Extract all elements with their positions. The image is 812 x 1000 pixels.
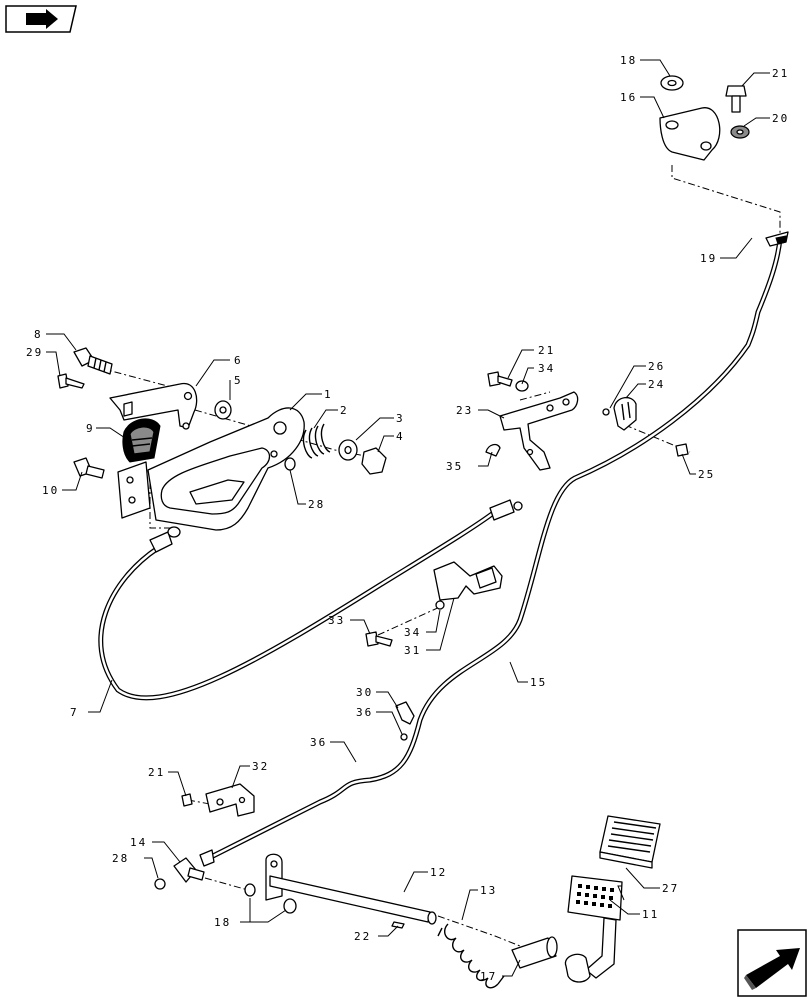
callout-32: 32	[252, 760, 269, 773]
bracket-6	[109, 382, 198, 430]
washer-18-a	[244, 883, 256, 897]
bracket-16	[659, 107, 721, 161]
callout-11: 11	[642, 908, 659, 921]
pedal-11	[564, 875, 623, 983]
screw-29	[57, 373, 85, 389]
callout-9: 9	[86, 422, 95, 435]
callout-13: 13	[480, 884, 497, 897]
callout-29: 29	[26, 346, 43, 359]
callout-5: 5	[234, 374, 243, 387]
clip-24	[613, 397, 637, 431]
callout-27: 27	[662, 882, 679, 895]
callout-26: 26	[648, 360, 665, 373]
callout-3: 3	[396, 412, 405, 425]
screw-25	[675, 443, 689, 457]
callout-8: 8	[34, 328, 43, 341]
callout-21-low: 21	[148, 766, 165, 779]
nut-4	[361, 447, 387, 475]
callout-7: 7	[70, 706, 79, 719]
shaft-12	[265, 853, 437, 925]
callout-23: 23	[456, 404, 473, 417]
callout-17: 17	[480, 970, 497, 983]
bolt-8	[73, 347, 113, 375]
fitting-14	[173, 857, 205, 883]
spring-2	[302, 423, 331, 459]
bolt-10	[73, 457, 105, 479]
callout-35: 35	[446, 460, 463, 473]
bolt-21-top	[725, 85, 747, 113]
callout-25: 25	[698, 468, 715, 481]
back-arrow-icon[interactable]	[5, 5, 77, 33]
callout-4: 4	[396, 430, 405, 443]
cable-15	[199, 231, 789, 867]
callout-15: 15	[530, 676, 547, 689]
callout-30: 30	[356, 686, 373, 699]
clip-35	[485, 443, 501, 457]
callout-34-mid: 34	[538, 362, 555, 375]
callout-12: 12	[430, 866, 447, 879]
bracket-32	[205, 783, 255, 817]
callout-36-mid: 36	[356, 706, 373, 719]
callout-2: 2	[340, 404, 349, 417]
bracket-31	[433, 561, 503, 601]
callout-33: 33	[328, 614, 345, 627]
bushing-17	[511, 936, 558, 969]
callout-18-top: 18	[620, 54, 637, 67]
forward-arrow-icon[interactable]	[737, 929, 807, 997]
pin-22	[391, 921, 405, 929]
washer-18-b	[283, 898, 297, 914]
callout-28-low: 28	[112, 852, 129, 865]
lever-1	[147, 407, 305, 531]
callout-1: 1	[324, 388, 333, 401]
spring-13	[437, 923, 505, 989]
bushing-28-top	[284, 457, 296, 471]
callout-14: 14	[130, 836, 147, 849]
callout-21-mid: 21	[538, 344, 555, 357]
pad-9	[122, 418, 161, 463]
callout-labels: 18 16 21 20 19 8 29 6 5 1 2 3 4 9 10 28 …	[26, 54, 789, 983]
callout-28-top: 28	[308, 498, 325, 511]
callout-19: 19	[700, 252, 717, 265]
screw-21-mid	[487, 371, 513, 387]
screw-33	[365, 631, 393, 647]
washer-34-mid	[515, 380, 529, 392]
washer-34-lower	[435, 600, 445, 610]
mount-plate	[117, 461, 151, 519]
callout-6: 6	[234, 354, 243, 367]
pin-26	[602, 408, 610, 416]
callout-22: 22	[354, 930, 371, 943]
callout-36-low: 36	[310, 736, 327, 749]
callout-10: 10	[42, 484, 59, 497]
callout-20: 20	[772, 112, 789, 125]
callout-18-low: 18	[214, 916, 231, 929]
pin-36-mid	[400, 733, 408, 741]
callout-31: 31	[404, 644, 421, 657]
cable-7	[98, 499, 523, 701]
callout-16: 16	[620, 91, 637, 104]
callout-21-top: 21	[772, 67, 789, 80]
bracket-23	[499, 391, 579, 471]
top-bracket-assembly	[659, 75, 750, 161]
callout-34-lower: 34	[404, 626, 421, 639]
bracket-30	[395, 701, 415, 725]
screw-21-low	[181, 793, 193, 807]
callout-24: 24	[648, 378, 665, 391]
assembly-lines	[99, 165, 781, 949]
o-ring-28	[154, 878, 166, 890]
pad-27	[599, 815, 661, 869]
leader-lines	[46, 59, 770, 977]
